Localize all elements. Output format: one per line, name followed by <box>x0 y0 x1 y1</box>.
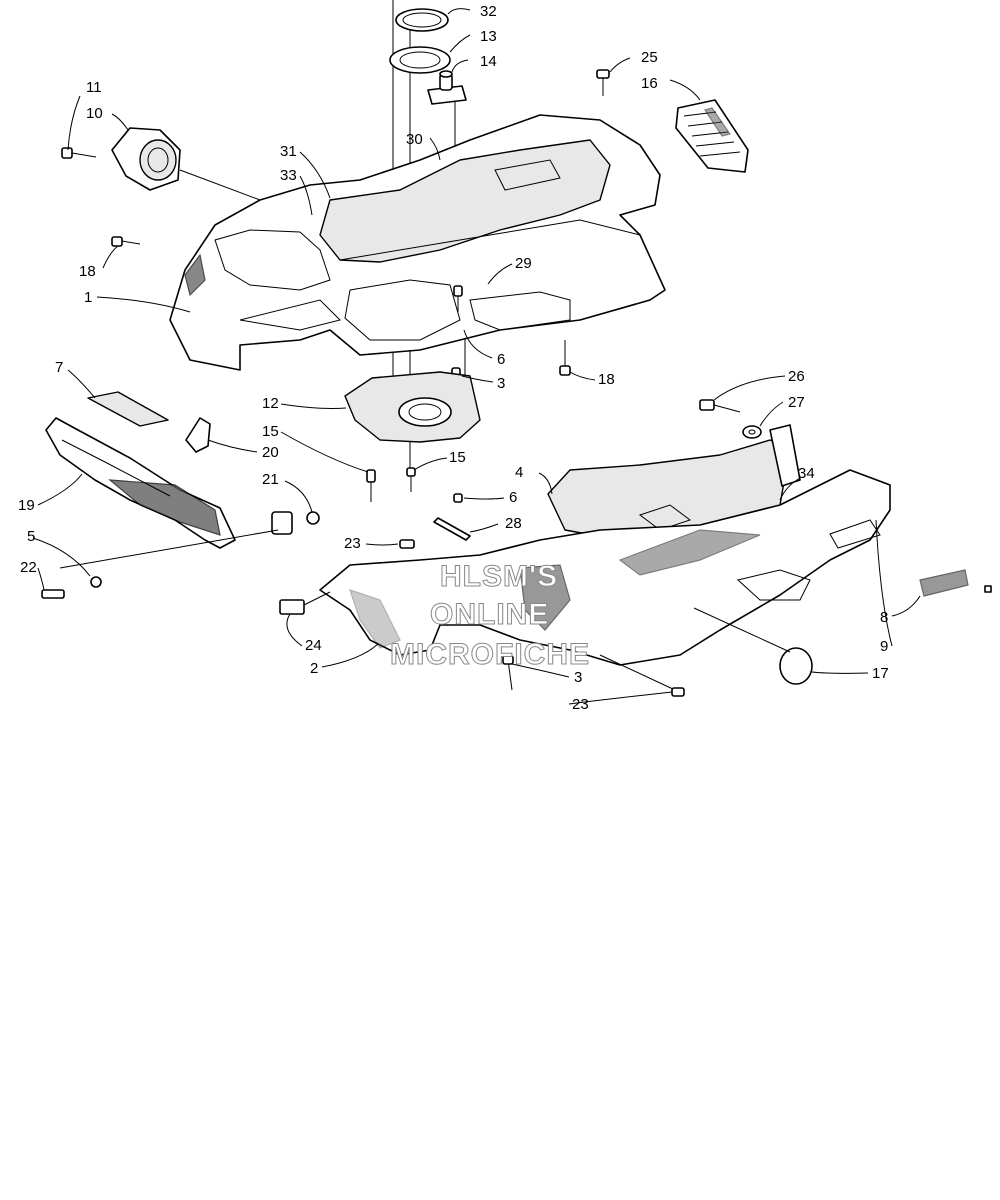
screw-part-18b <box>559 340 571 376</box>
callout-18b: 18 <box>598 371 615 388</box>
pin-part-6b <box>453 493 463 503</box>
callout-23a: 23 <box>344 535 361 552</box>
callout-20: 20 <box>262 444 279 461</box>
screw-part-23a <box>399 539 415 549</box>
callout-16: 16 <box>641 75 658 92</box>
callout-24: 24 <box>305 637 322 654</box>
callout-32: 32 <box>480 3 497 20</box>
callout-12: 12 <box>262 395 279 412</box>
upper-console-part <box>169 114 666 371</box>
callout-9: 9 <box>880 638 888 655</box>
bolt-part-26 <box>699 399 741 413</box>
pin-part-3b <box>502 655 514 691</box>
watermark: HLSM'S ONLINE MICROFICHE <box>390 560 590 672</box>
pin-part-6a <box>453 285 463 312</box>
callout-25: 25 <box>641 49 658 66</box>
callout-7: 7 <box>55 359 63 376</box>
callout-2: 2 <box>310 660 318 677</box>
callout-31: 31 <box>280 143 297 160</box>
bottom-plate-part <box>344 371 481 443</box>
clip-part <box>185 417 211 453</box>
callout-21: 21 <box>262 471 279 488</box>
callout-3a: 3 <box>497 375 505 392</box>
washer-part-27 <box>742 425 762 439</box>
decal-part <box>87 391 169 427</box>
callout-27: 27 <box>788 394 805 411</box>
callout-labels: 32 13 14 25 16 11 10 30 31 33 18 29 1 6 … <box>18 3 889 713</box>
callout-6b: 6 <box>509 489 517 506</box>
callout-11: 11 <box>86 79 102 96</box>
nut-part-21 <box>271 511 320 535</box>
callout-22: 22 <box>20 559 37 576</box>
watermark-line-1: HLSM'S <box>440 560 558 593</box>
fastener-part-15a <box>366 469 376 502</box>
callout-8: 8 <box>880 609 888 626</box>
callout-29: 29 <box>515 255 532 272</box>
callout-18a: 18 <box>79 263 96 280</box>
headlight-housing-part <box>111 127 181 191</box>
lower-pan-part <box>319 469 891 666</box>
callout-23b: 23 <box>572 696 589 713</box>
screw-part-25 <box>596 69 610 96</box>
screw-part-18a <box>111 236 141 247</box>
callout-3b: 3 <box>574 669 582 686</box>
callout-5: 5 <box>27 528 35 545</box>
callout-14: 14 <box>480 53 497 70</box>
callout-17: 17 <box>872 665 889 682</box>
reflector-part <box>919 569 992 597</box>
watermark-line-3: MICROFICHE <box>390 638 590 671</box>
seat-cover-part <box>547 424 801 541</box>
bumper-part <box>45 417 236 549</box>
callout-1: 1 <box>84 289 92 306</box>
leader-lines <box>32 8 921 705</box>
ring-plate-part <box>389 46 451 74</box>
watermark-line-2: ONLINE <box>430 598 549 631</box>
callout-26: 26 <box>788 368 805 385</box>
callout-34: 34 <box>798 465 815 482</box>
callout-4: 4 <box>515 464 523 481</box>
callout-33: 33 <box>280 167 297 184</box>
callout-19: 19 <box>18 497 35 514</box>
clip-part-24 <box>279 591 331 615</box>
callout-13: 13 <box>480 28 497 45</box>
cap-part-17 <box>779 647 813 685</box>
ring-gasket-part <box>395 8 449 32</box>
callout-6a: 6 <box>497 351 505 368</box>
vent-grille-part <box>675 99 749 173</box>
bolt-line-part <box>41 529 279 599</box>
callout-10: 10 <box>86 105 103 122</box>
callout-15a: 15 <box>262 423 279 440</box>
fastener-part-15b <box>406 467 416 492</box>
callout-30: 30 <box>406 131 423 148</box>
callout-28: 28 <box>505 515 522 532</box>
callout-15b: 15 <box>449 449 466 466</box>
filler-neck-part <box>427 70 467 105</box>
screw-part-11 <box>61 147 97 159</box>
pin-part-28 <box>433 517 471 541</box>
